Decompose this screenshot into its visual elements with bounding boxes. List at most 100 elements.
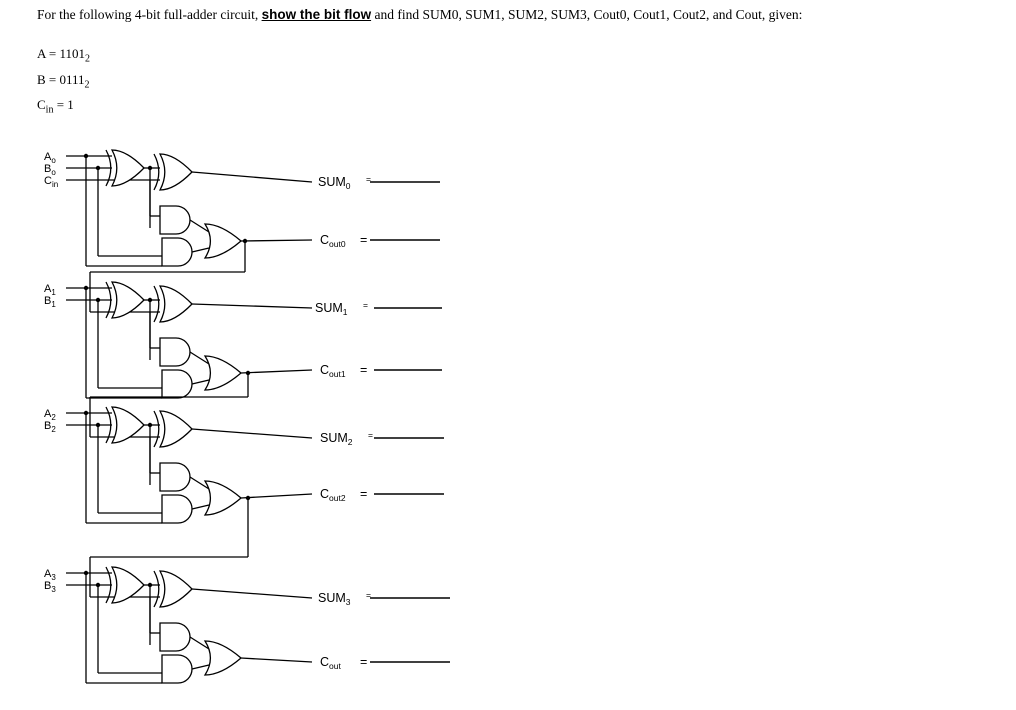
- or-body: [203, 640, 242, 676]
- and-gate-1: [159, 205, 191, 235]
- problem-text-post: and find SUM0, SUM1, SUM2, SUM3, Cout0, …: [374, 7, 803, 22]
- wire-sum-out: [191, 428, 313, 439]
- wire-sum-out: [191, 588, 313, 599]
- xor-body: [158, 570, 193, 608]
- sum-equals: =: [366, 174, 371, 184]
- xor-gate-2: [153, 570, 193, 608]
- problem-text-bold: show the bit flow: [261, 7, 372, 22]
- wire-and2-to-or: [191, 247, 210, 253]
- junction-dot: [83, 153, 89, 159]
- junction-dot: [83, 410, 89, 416]
- xor-back-curve: [105, 281, 112, 319]
- junction-dot: [147, 297, 153, 303]
- xor-gate-2: [153, 410, 193, 448]
- xor-back-curve: [105, 566, 112, 604]
- and-gate-1: [159, 622, 191, 652]
- wire-cout-out: [240, 493, 313, 499]
- and-body: [159, 205, 191, 235]
- wire-and2-to-or: [191, 504, 210, 510]
- or-body: [203, 480, 242, 516]
- junction-dot: [147, 422, 153, 428]
- given-b: B = 01112: [37, 71, 90, 91]
- wire-and1-to-or: [189, 476, 210, 490]
- junction-dot: [95, 582, 101, 588]
- xor-gate-1: [105, 566, 145, 604]
- input-label-a: A2: [44, 408, 56, 422]
- given-a: A = 11012: [37, 46, 91, 65]
- wire-cout-out: [240, 657, 313, 663]
- cout-label: Cout: [320, 655, 341, 671]
- sum-equals: =: [366, 590, 371, 600]
- xor-back-curve: [153, 410, 160, 448]
- problem-text-pre: For the following 4-bit full-adder circu…: [37, 7, 259, 22]
- wire-and1-to-or: [189, 351, 210, 365]
- xor-back-curve: [153, 153, 160, 191]
- junction-dot: [95, 297, 101, 303]
- or-gate: [203, 223, 242, 259]
- xor-back-curve: [153, 285, 160, 323]
- or-gate: [203, 640, 242, 676]
- and-body: [161, 494, 193, 524]
- junction-dot: [83, 570, 89, 576]
- xor-body: [158, 285, 193, 323]
- input-label-a: A3: [44, 568, 56, 582]
- xor-body: [110, 566, 145, 604]
- wire-and1-to-or: [189, 636, 210, 650]
- junction-dot: [83, 285, 89, 291]
- and-body: [161, 654, 193, 684]
- and-gate-1: [159, 337, 191, 367]
- xor-body: [110, 149, 145, 187]
- xor-gate-2: [153, 153, 193, 191]
- xor-back-curve: [105, 406, 112, 444]
- cout-label: Cout0: [320, 233, 346, 249]
- wire-and2-to-or: [191, 664, 210, 670]
- cout-equals: =: [360, 233, 367, 247]
- xor-gate-1: [105, 406, 145, 444]
- cout-equals: =: [360, 487, 367, 501]
- input-label-b: Bo: [44, 163, 56, 177]
- sum-label: SUM1: [315, 301, 348, 317]
- xor-gate-1: [105, 149, 145, 187]
- xor-gate-2: [153, 285, 193, 323]
- and-body: [159, 622, 191, 652]
- xor-body: [158, 153, 193, 191]
- or-body: [203, 355, 242, 391]
- and-gate-2: [161, 494, 193, 524]
- xor-body: [110, 281, 145, 319]
- wire-and1-to-or: [189, 219, 210, 233]
- wire-cout-out: [240, 369, 313, 374]
- input-label-a: A1: [44, 283, 56, 297]
- wire-sum-out: [191, 303, 313, 309]
- sum-label: SUM3: [318, 591, 351, 607]
- xor-body: [110, 406, 145, 444]
- input-label-a: Ao: [44, 151, 56, 165]
- xor-body: [158, 410, 193, 448]
- wire-cout-out: [240, 239, 313, 242]
- given-cin: Cin = 1: [37, 97, 74, 116]
- or-body: [203, 223, 242, 259]
- and-gate-2: [161, 237, 193, 267]
- xor-back-curve: [153, 570, 160, 608]
- xor-back-curve: [105, 149, 112, 187]
- and-body: [161, 237, 193, 267]
- junction-dot: [95, 165, 101, 171]
- junction-dot: [95, 422, 101, 428]
- cout-label: Cout1: [320, 363, 346, 379]
- and-body: [159, 462, 191, 492]
- and-gate-1: [159, 462, 191, 492]
- problem-statement: For the following 4-bit full-adder circu…: [37, 7, 802, 23]
- sum-label: SUM0: [318, 175, 351, 191]
- or-gate: [203, 480, 242, 516]
- or-gate: [203, 355, 242, 391]
- sum-equals: =: [368, 430, 373, 440]
- wire-and2-to-or: [191, 379, 210, 385]
- sum-equals: =: [363, 300, 368, 310]
- cout-equals: =: [360, 655, 367, 669]
- cout-label: Cout2: [320, 487, 346, 503]
- input-label-b: B3: [44, 580, 56, 594]
